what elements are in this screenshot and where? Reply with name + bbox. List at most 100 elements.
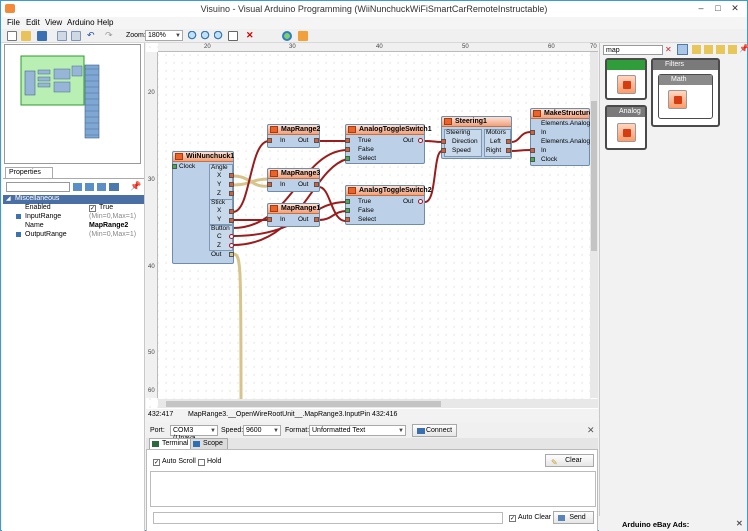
properties-search-input[interactable] bbox=[6, 182, 70, 192]
property-row-name[interactable]: Name MapRange2 bbox=[3, 222, 144, 231]
clear-button[interactable]: ✎ Clear bbox=[545, 454, 594, 467]
hold-checkbox[interactable] bbox=[198, 459, 205, 466]
folder-open-icon[interactable] bbox=[704, 45, 713, 54]
property-row-outputrange[interactable]: OutputRange (Min=0,Max=1) bbox=[3, 231, 144, 240]
wire[interactable] bbox=[424, 150, 443, 203]
property-row-enabled[interactable]: Enabled ✓ True bbox=[3, 204, 144, 213]
component-wiinunchuck[interactable]: WiiNunchuck1 Clock Angle X Y Z Stick X Y… bbox=[172, 151, 234, 264]
connect-button[interactable]: Connect bbox=[412, 424, 457, 437]
tab-properties[interactable]: Properties bbox=[5, 167, 53, 178]
angle-x-pin-icon[interactable] bbox=[229, 173, 234, 178]
wire[interactable] bbox=[510, 149, 532, 152]
ads-settings-icon[interactable]: ✕ bbox=[736, 519, 743, 528]
stick-y-pin-icon[interactable] bbox=[229, 218, 234, 223]
zoom-fit-icon[interactable] bbox=[214, 31, 224, 41]
angle-z-pin-icon[interactable] bbox=[229, 191, 234, 196]
button-z-pin-icon[interactable] bbox=[229, 243, 234, 248]
in-pin-icon[interactable] bbox=[267, 182, 272, 187]
clock-pin-icon[interactable] bbox=[530, 157, 535, 162]
wire[interactable] bbox=[318, 186, 348, 222]
component-maprange2[interactable]: MapRange2 In Out bbox=[267, 124, 320, 148]
component-item-icon[interactable] bbox=[617, 75, 636, 94]
in-pin-icon[interactable] bbox=[267, 138, 272, 143]
open-folder-icon[interactable] bbox=[21, 31, 31, 41]
menu-edit[interactable]: Edit bbox=[26, 18, 40, 27]
toolbox-category-filters[interactable]: Filters Math bbox=[651, 58, 720, 127]
button-c-pin-icon[interactable] bbox=[229, 234, 234, 239]
toolbox-category-analog[interactable]: Analog bbox=[605, 105, 647, 150]
clock-pin-icon[interactable] bbox=[172, 164, 177, 169]
angle-y-pin-icon[interactable] bbox=[229, 182, 234, 187]
wire[interactable] bbox=[318, 210, 348, 221]
zoom-select[interactable]: 180%▼ bbox=[145, 30, 183, 41]
wire[interactable] bbox=[232, 140, 270, 213]
true-pin-icon[interactable] bbox=[345, 138, 350, 143]
false-pin-icon[interactable] bbox=[345, 147, 350, 152]
globe-icon[interactable] bbox=[282, 31, 292, 41]
toolbox-search-input[interactable]: map bbox=[603, 45, 663, 55]
port-select[interactable]: COM3 (Unava▼ bbox=[170, 425, 218, 442]
component-analogtoggleswitch2[interactable]: AnalogToggleSwitch2 True False Select Ou… bbox=[345, 185, 432, 225]
send-input[interactable] bbox=[153, 512, 503, 524]
wire[interactable] bbox=[424, 140, 443, 143]
menu-arduino[interactable]: Arduino bbox=[67, 18, 95, 27]
zoom-out-icon[interactable] bbox=[201, 31, 211, 41]
horizontal-scroll-thumb[interactable] bbox=[166, 401, 441, 407]
folder-add-icon[interactable] bbox=[716, 45, 725, 54]
settings-tools-icon[interactable]: ✕ bbox=[587, 425, 595, 435]
in2-pin-icon[interactable] bbox=[530, 148, 535, 153]
expand-icon[interactable] bbox=[85, 183, 94, 191]
new-file-icon[interactable] bbox=[7, 31, 17, 41]
component-makestructure1[interactable]: MakeStructure1 Elements.Analog1 In Eleme… bbox=[530, 108, 597, 166]
menu-file[interactable]: File bbox=[7, 18, 20, 27]
tab-scope[interactable]: Scope bbox=[190, 438, 228, 449]
true-pin-icon[interactable] bbox=[345, 199, 350, 204]
direction-pin-icon[interactable] bbox=[441, 139, 446, 144]
select-pin-icon[interactable] bbox=[345, 156, 350, 161]
maximize-button[interactable]: □ bbox=[715, 3, 721, 13]
right-pin-icon[interactable] bbox=[506, 148, 511, 153]
stick-x-pin-icon[interactable] bbox=[229, 209, 234, 214]
terminal-output[interactable] bbox=[150, 471, 596, 507]
toolbox-category-math[interactable]: Math bbox=[658, 74, 713, 119]
enabled-checkbox[interactable]: ✓ bbox=[89, 205, 96, 212]
auto-scroll-checkbox[interactable]: ✓ bbox=[153, 459, 160, 466]
grid-icon[interactable] bbox=[57, 31, 67, 41]
component-maprange3[interactable]: MapRange3 In Out bbox=[267, 168, 320, 192]
sort-icon[interactable] bbox=[109, 183, 119, 191]
property-row-inputrange[interactable]: InputRange (Min=0,Max=1) bbox=[3, 213, 144, 222]
save-icon[interactable] bbox=[37, 31, 47, 41]
in1-pin-icon[interactable] bbox=[530, 130, 535, 135]
filter-toggle-icon[interactable] bbox=[677, 44, 688, 55]
out-pin-icon[interactable] bbox=[229, 252, 234, 257]
folder-icon[interactable] bbox=[692, 45, 701, 54]
pin-icon[interactable]: 📌 bbox=[739, 44, 748, 53]
auto-clear-checkbox[interactable]: ✓ bbox=[509, 515, 516, 522]
clear-search-icon[interactable]: ✕ bbox=[665, 45, 672, 54]
wire[interactable] bbox=[232, 252, 243, 402]
false-pin-icon[interactable] bbox=[345, 208, 350, 213]
maprange-item-icon[interactable] bbox=[668, 90, 687, 109]
toolbox-category-main[interactable] bbox=[605, 58, 647, 100]
wire[interactable] bbox=[510, 131, 532, 143]
speed-select[interactable]: 9600▼ bbox=[243, 425, 281, 436]
filter-icon[interactable] bbox=[73, 183, 82, 191]
redo-icon[interactable]: ↷ bbox=[105, 30, 113, 40]
wire[interactable] bbox=[232, 177, 270, 187]
component-analogtoggleswitch1[interactable]: AnalogToggleSwitch1 True False Select Ou… bbox=[345, 124, 432, 164]
folder-star-icon[interactable] bbox=[728, 45, 737, 54]
out-pin-icon[interactable] bbox=[314, 182, 319, 187]
speed-pin-icon[interactable] bbox=[441, 148, 446, 153]
tab-terminal[interactable]: Terminal bbox=[149, 438, 194, 449]
select-pin-icon[interactable] bbox=[345, 217, 350, 222]
menu-view[interactable]: View bbox=[45, 18, 63, 27]
undo-icon[interactable]: ↶ bbox=[87, 30, 95, 40]
category-miscellaneous[interactable]: ◢ Miscellaneous bbox=[3, 195, 144, 204]
out-pin-icon[interactable] bbox=[418, 199, 423, 204]
minimize-button[interactable]: – bbox=[698, 3, 704, 13]
out-pin-icon[interactable] bbox=[314, 138, 319, 143]
delete-icon[interactable]: ✕ bbox=[246, 30, 254, 40]
collapse-icon[interactable] bbox=[97, 183, 106, 191]
snap-icon[interactable] bbox=[71, 31, 81, 41]
overview-minimap[interactable] bbox=[4, 44, 141, 164]
